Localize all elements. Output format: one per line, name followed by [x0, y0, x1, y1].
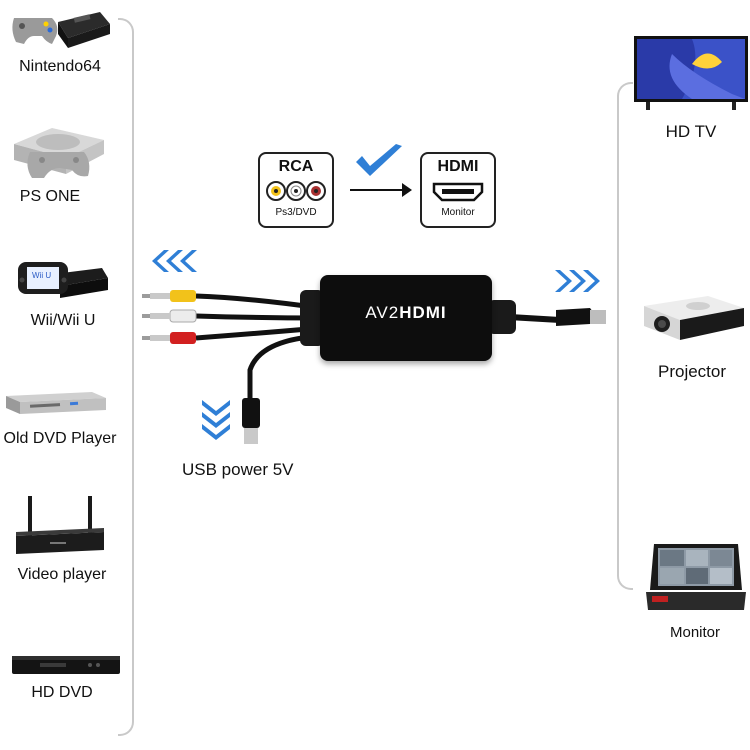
source-label-nintendo64: Nintendo64: [19, 58, 101, 75]
source-label-wii-u: Wii/Wii U: [30, 312, 96, 329]
svg-text:Wii U: Wii U: [32, 271, 51, 280]
display-label-monitor: Monitor: [669, 624, 721, 641]
adapter-label-main: HDMI: [399, 303, 447, 322]
nintendo64-console-icon: [8, 4, 112, 54]
usb-direction-arrows-icon: [202, 400, 230, 440]
conversion-arrow-icon: [350, 183, 412, 197]
tv-icon: [632, 34, 750, 112]
source-label-old-dvd-player: Old DVD Player: [3, 430, 117, 447]
input-direction-arrows-icon: [152, 250, 197, 272]
av2hdmi-adapter: AV2HDMI: [320, 275, 492, 361]
adapter-label: AV2HDMI: [320, 303, 492, 323]
video-player-router-icon: [14, 492, 106, 558]
checkmark-icon: [356, 144, 402, 176]
rca-title: RCA: [278, 158, 314, 175]
rca-input-card: RCA Ps3/DVD: [258, 152, 334, 228]
usb-power-label: USB power 5V: [182, 460, 294, 479]
dvd-player-icon: [4, 388, 108, 418]
projector-icon: [638, 290, 748, 346]
display-label-hd-tv: HD TV: [665, 122, 717, 141]
hd-dvd-player-icon: [10, 652, 122, 678]
source-label-video-player: Video player: [17, 566, 107, 583]
display-label-projector: Projector: [657, 362, 727, 381]
display-bracket: [617, 82, 633, 590]
monitor-icon: [644, 540, 748, 614]
hdmi-title: HDMI: [437, 158, 479, 175]
source-label-ps-one: PS ONE: [19, 188, 81, 205]
rca-subtitle: Ps3/DVD: [275, 207, 317, 218]
wii-u-console-icon: Wii U: [14, 256, 110, 302]
hdmi-port-icon: [432, 182, 484, 202]
hdmi-output-card: HDMI Monitor: [420, 152, 496, 228]
rca-connectors-icon: [266, 181, 326, 201]
output-direction-arrows-icon: [555, 270, 600, 292]
adapter-label-prefix: AV2: [365, 303, 400, 322]
source-label-hd-dvd: HD DVD: [31, 684, 93, 701]
ps-one-console-icon: [6, 122, 110, 180]
hdmi-subtitle: Monitor: [441, 207, 475, 218]
